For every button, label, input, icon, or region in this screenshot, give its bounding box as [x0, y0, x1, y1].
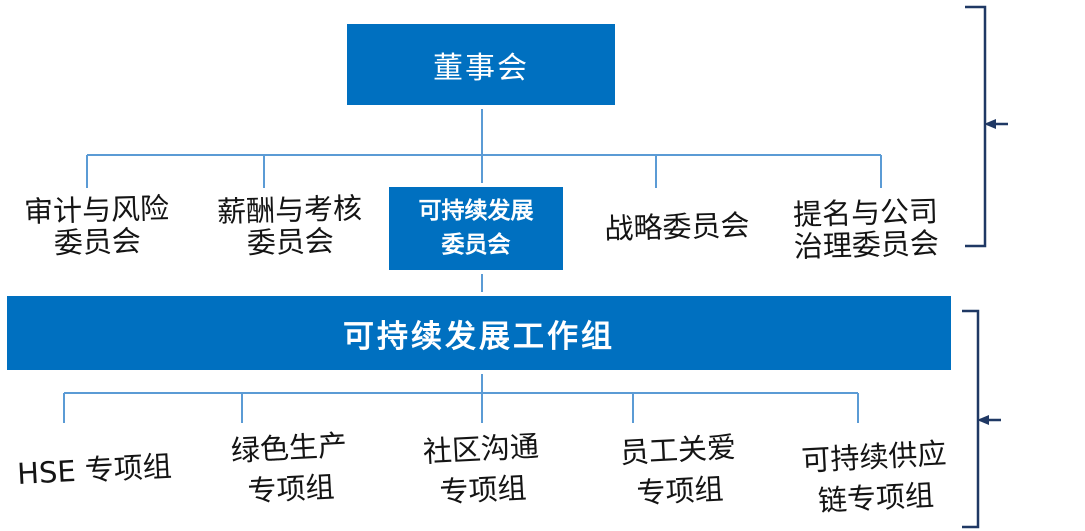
committee-compensation-assessment: 薪酬与考核 委员会: [216, 191, 363, 261]
bottom-right-bracket: [962, 309, 980, 529]
board-of-directors-box: 董事会: [343, 20, 619, 109]
taskforce-employee-care: 员工关爱 专项组: [619, 430, 737, 510]
sustainable-development-workgroup-bar: 可持续发展工作组: [3, 292, 955, 374]
taskforce-sustainable-supply-chain: 可持续供应 链专项组: [800, 436, 948, 518]
taskforce-community-communication: 社区沟通 专项组: [422, 429, 540, 509]
top-right-bracket: [965, 5, 987, 248]
taskforce-green-production: 绿色生产 专项组: [230, 428, 348, 508]
committee-audit-risk: 审计与风险 委员会: [23, 191, 170, 261]
committee-strategy: 战略委员会: [604, 208, 750, 246]
top-right-bracket-arrowhead: [984, 119, 996, 129]
committee-sustainable-development-box: 可持续发展 委员会: [385, 183, 567, 274]
committee-nomination-governance: 提名与公司 治理委员会: [792, 194, 940, 265]
bottom-right-bracket-arrowhead: [977, 415, 989, 425]
